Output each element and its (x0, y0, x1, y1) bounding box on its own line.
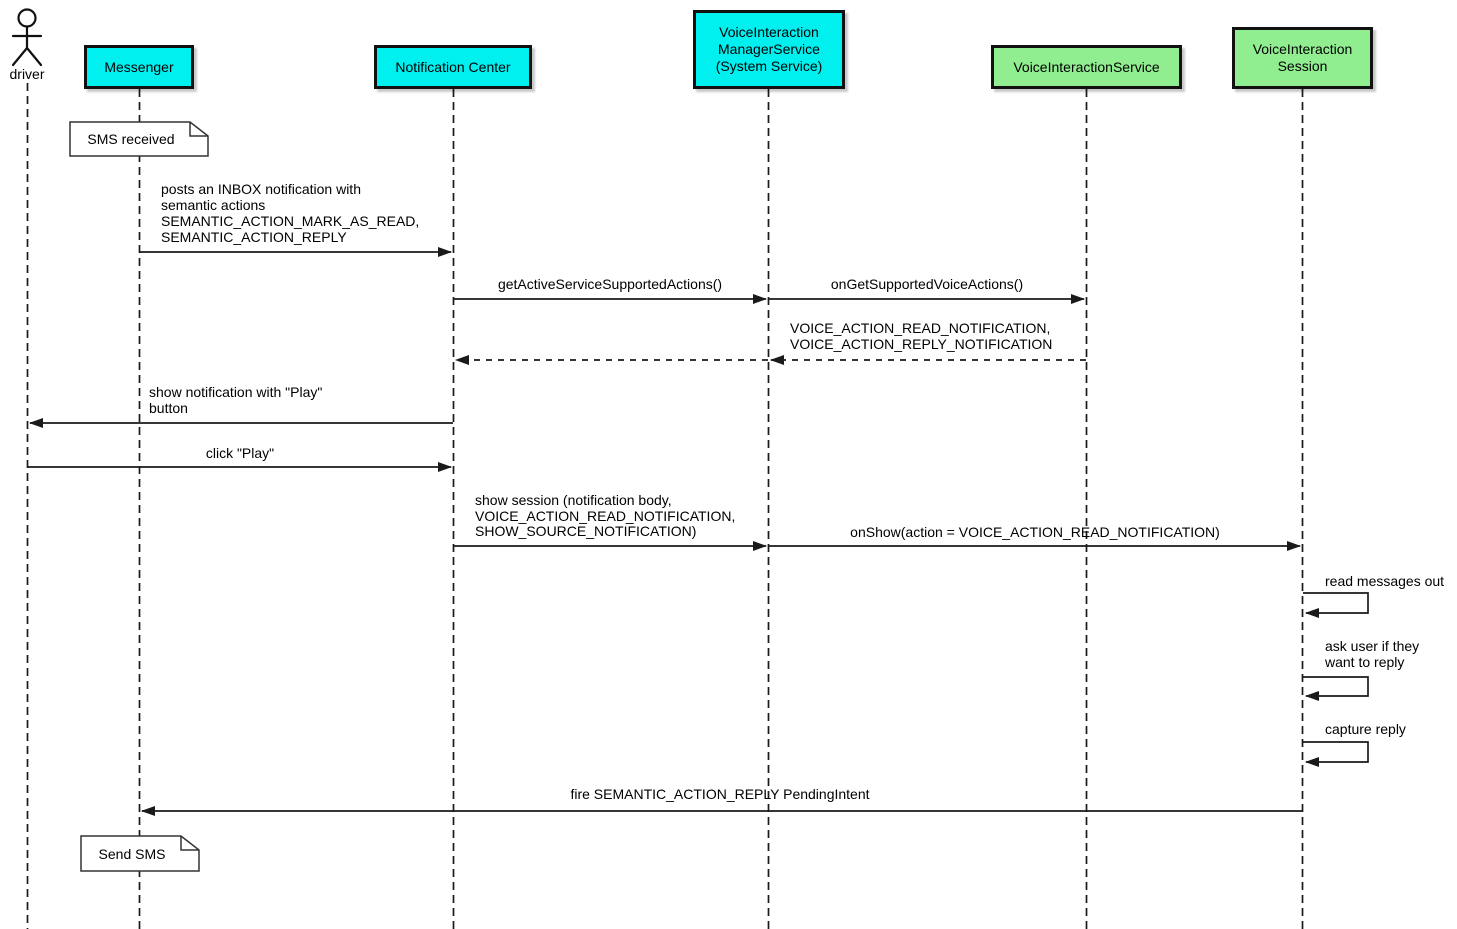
participant-voice-interaction-service: VoiceInteractionService (991, 45, 1182, 89)
message-label-click-play: click "Play" (205, 445, 275, 461)
note-send-sms: Send SMS (80, 835, 200, 872)
note-send-sms-text: Send SMS (98, 845, 166, 862)
note-sms-received: SMS received (69, 121, 209, 157)
note-fold-icon (69, 121, 209, 157)
message-label-get-active-actions: getActiveServiceSupportedActions() (497, 276, 723, 292)
note-fold-icon (80, 835, 200, 872)
message-label-show-notification: show notification with "Play" button (149, 384, 323, 416)
note-sms-received-text: SMS received (87, 131, 175, 147)
message-label-on-get-supported: onGetSupportedVoiceActions() (830, 276, 1024, 292)
message-label-on-show: onShow(action = VOICE_ACTION_READ_NOTIFI… (850, 524, 1220, 540)
arrow-self-read-messages (1303, 592, 1369, 618)
participant-voice-interaction-session: VoiceInteraction Session (1232, 27, 1373, 89)
message-label-ask-user-reply: ask user if they want to reply (1325, 638, 1420, 670)
participant-voice-interaction-manager-service-label: VoiceInteraction ManagerService (System … (715, 24, 823, 74)
message-label-capture-reply: capture reply (1325, 721, 1406, 737)
arrow-self-capture-reply (1303, 741, 1369, 767)
actor-driver-icon (11, 8, 43, 67)
participant-voice-interaction-service-label: VoiceInteractionService (1013, 58, 1160, 75)
message-label-post-inbox: posts an INBOX notification with semanti… (161, 181, 420, 245)
message-label-return-voice-actions: VOICE_ACTION_READ_NOTIFICATION, VOICE_AC… (790, 320, 1053, 352)
actor-driver-label: driver (9, 66, 45, 82)
message-label-show-session: show session (notification body, VOICE_A… (475, 492, 736, 539)
participant-voice-interaction-manager-service: VoiceInteraction ManagerService (System … (693, 10, 845, 89)
participant-messenger-label: Messenger (104, 58, 174, 75)
message-label-read-messages-out: read messages out (1325, 573, 1445, 589)
participant-notification-center-label: Notification Center (395, 58, 511, 75)
arrow-self-ask-user (1303, 676, 1369, 701)
participant-notification-center: Notification Center (374, 45, 532, 89)
message-label-fire-reply-intent: fire SEMANTIC_ACTION_REPLY PendingIntent (570, 786, 870, 802)
participant-messenger: Messenger (84, 45, 194, 89)
participant-voice-interaction-session-label: VoiceInteraction Session (1252, 41, 1353, 74)
